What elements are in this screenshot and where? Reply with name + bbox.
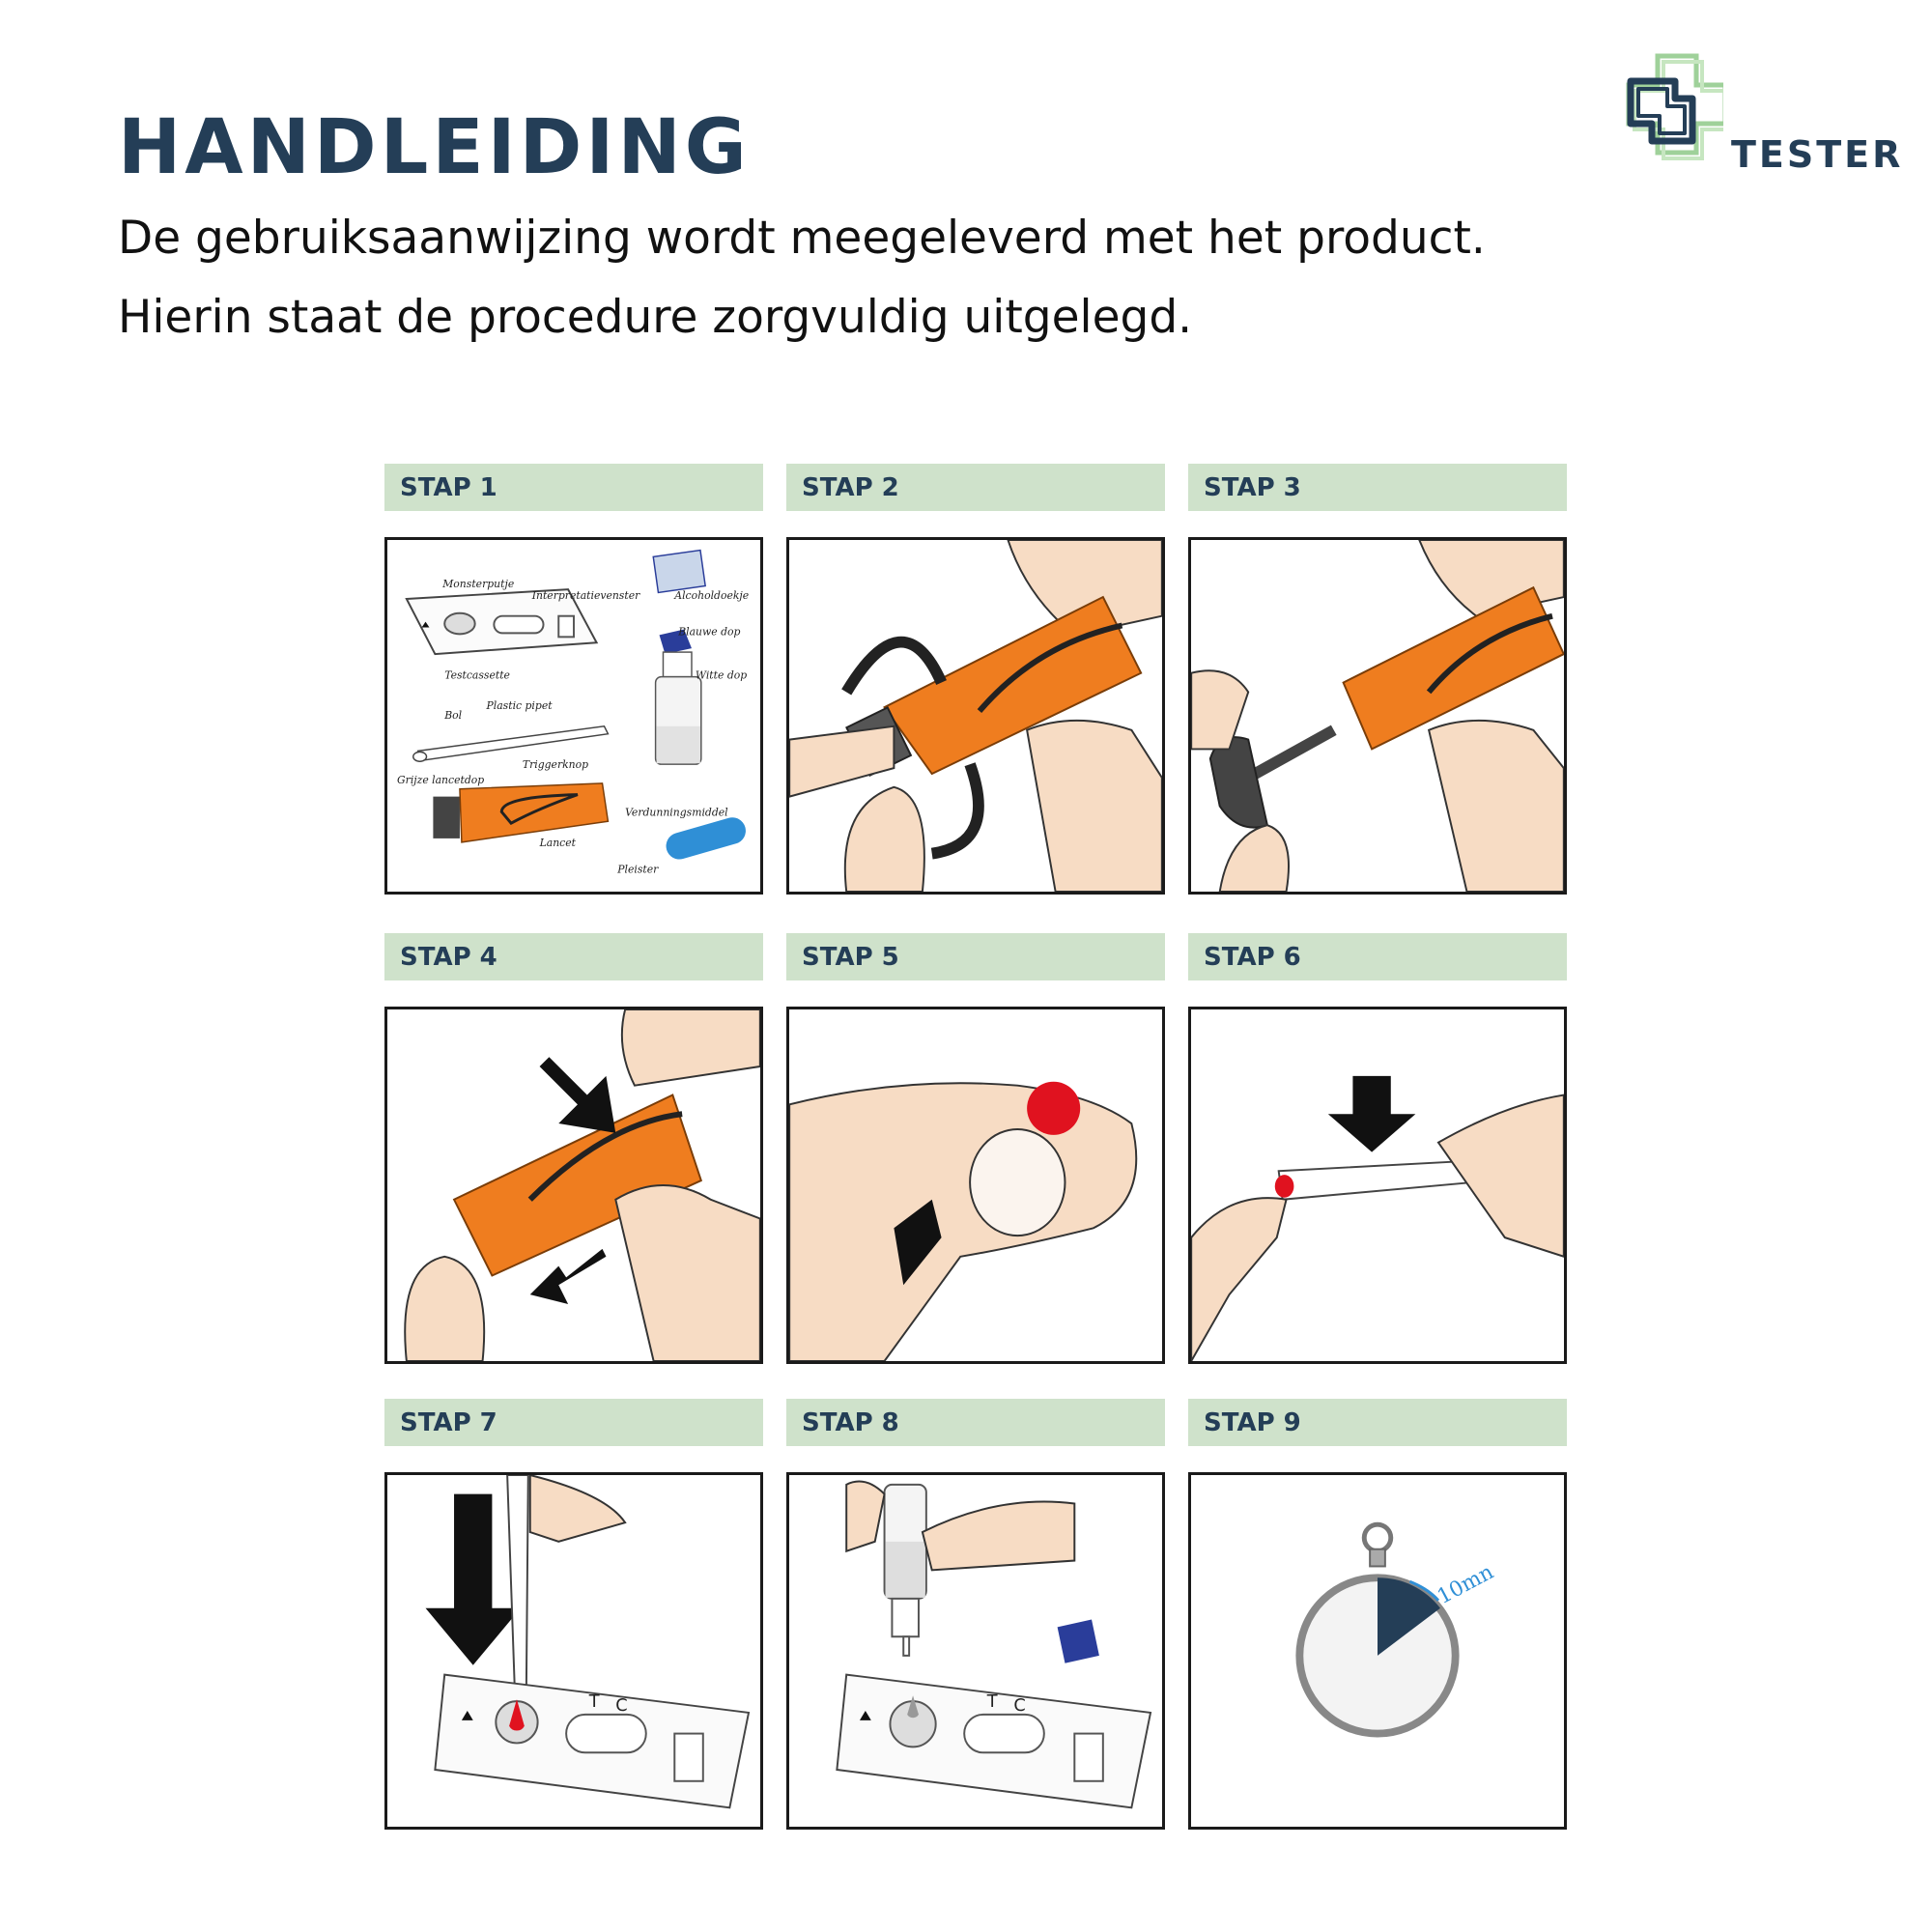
step-1-header: STAP 1 [384,464,763,511]
cassette-t-mark: T [986,1692,998,1712]
label-plastic-pipet: Plastic pipet [485,699,553,712]
step-9-illustration: 10mn [1188,1472,1567,1830]
step-1: STAP 1 Monsterputje Interpretatievenster… [384,464,763,895]
label-witte-dop: Witte dop [696,669,747,682]
step-3-header: STAP 3 [1188,464,1567,511]
left-arrow-icon [529,1248,607,1304]
step-6-illustration [1188,1007,1567,1364]
label-interpretatievenster: Interpretatievenster [531,589,640,602]
step-3: STAP 3 [1188,464,1567,895]
lancet-device [433,782,610,843]
label-testcassette: Testcassette [444,669,510,682]
label-lancet: Lancet [539,837,577,849]
label-blauwe-dop: Blauwe dop [677,625,740,638]
blood-drop [509,1699,525,1731]
pipette [506,1475,529,1695]
step-2: STAP 2 [786,464,1165,895]
step-7-header: STAP 7 [384,1399,763,1446]
step-2-header: STAP 2 [786,464,1165,511]
stopwatch-icon [1295,1521,1460,1738]
blue-cap-icon [1057,1619,1099,1663]
page-subtitle: De gebruiksaanwijzing wordt meegeleverd … [118,212,1486,344]
label-grijze-lancetdop: Grijze lancetdop [397,774,484,786]
blood-sample [1274,1175,1294,1198]
lancet-needle-cap [1245,724,1337,783]
cassette-c-mark: C [1013,1696,1025,1716]
step-4: STAP 4 [384,933,763,1364]
cassette-t-mark: T [588,1692,600,1712]
label-pleister: Pleister [616,863,659,875]
rotate-arrow-icon [841,636,947,696]
step-3-illustration [1188,537,1567,895]
step-7: STAP 7 T C [384,1399,763,1830]
squeeze-arrow-icon [894,1199,942,1286]
label-bol: Bol [443,709,462,722]
diluent-bottle [654,629,702,765]
step-9-header: STAP 9 [1188,1399,1567,1446]
timer-arrow-icon [1408,1579,1440,1602]
step-6: STAP 6 [1188,933,1567,1364]
step-7-illustration: T C [384,1472,763,1830]
label-triggerknop: Triggerknop [523,758,588,771]
plastic-pipette [412,725,610,762]
step-2-illustration [786,537,1165,895]
step-4-illustration [384,1007,763,1364]
cassette-c-mark: C [615,1696,627,1716]
blood-drop [1027,1081,1081,1135]
step-8-header: STAP 8 [786,1399,1165,1446]
step-5-illustration [786,1007,1165,1364]
brand-name: TESTER [1731,133,1904,176]
down-arrow-icon [539,1057,616,1133]
cross-logo-icon [1626,53,1723,160]
page-title: HANDLEIDING [118,104,751,191]
down-arrow-icon [425,1493,521,1665]
step-8: STAP 8 T C [786,1399,1165,1830]
label-verdunningsmiddel: Verdunningsmiddel [625,806,728,818]
alcohol-wipe-icon [652,549,706,594]
plaster-icon [666,817,746,860]
step-4-header: STAP 4 [384,933,763,980]
label-alcoholdoekje: Alcoholdoekje [673,589,749,602]
test-cassette [405,588,599,656]
step-9: STAP 9 10mn [1188,1399,1567,1830]
label-monsterputje: Monsterputje [441,578,514,590]
step-1-illustration: Monsterputje Interpretatievenster Testca… [384,537,763,895]
step-6-header: STAP 6 [1188,933,1567,980]
brand-logo: TESTER [1607,52,1900,176]
step-8-illustration: T C [786,1472,1165,1830]
step-5-header: STAP 5 [786,933,1165,980]
step-5: STAP 5 [786,933,1165,1364]
down-arrow-icon [1327,1075,1416,1152]
timer-label: 10mn [1434,1560,1497,1609]
